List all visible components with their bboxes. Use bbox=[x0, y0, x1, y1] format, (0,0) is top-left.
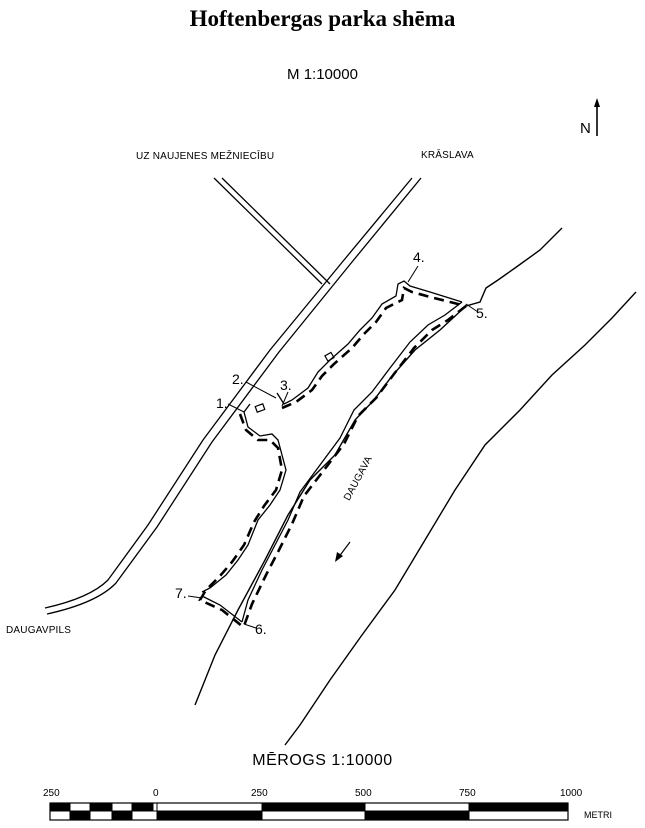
scale-tick: 250 bbox=[251, 788, 268, 799]
point-label-2: 2. bbox=[232, 371, 244, 387]
point-leaders bbox=[187, 265, 479, 629]
label-kraslava: KRĀSLAVA bbox=[421, 150, 474, 161]
park-boundary bbox=[198, 280, 467, 628]
point-label-5: 5. bbox=[476, 305, 488, 321]
river-flow-arrow-icon bbox=[335, 541, 351, 562]
map-scale-text: M 1:10000 bbox=[287, 66, 358, 83]
label-daugavpils: DAUGAVPILS bbox=[6, 625, 72, 636]
point-label-4: 4. bbox=[413, 249, 425, 265]
map-title: Hoftenbergas parka shēma bbox=[189, 6, 456, 31]
scale-tick: 1000 bbox=[560, 788, 583, 799]
road-naujene bbox=[213, 177, 331, 285]
scale-tick: 250 bbox=[43, 788, 60, 799]
river-daugava bbox=[194, 227, 637, 746]
scale-unit: METRI bbox=[584, 810, 612, 820]
scale-tick: 0 bbox=[153, 788, 159, 799]
point-label-3: 3. bbox=[280, 377, 292, 393]
north-label: N bbox=[580, 120, 591, 137]
scale-tick: 500 bbox=[355, 788, 372, 799]
main-road bbox=[44, 177, 422, 615]
label-road-naujene: UZ NAUJENES MEŽNIECĪBU bbox=[136, 151, 275, 162]
north-arrow-icon bbox=[594, 98, 600, 136]
scalebar-title: MĒROGS 1:10000 bbox=[252, 752, 393, 769]
scale-bar bbox=[49, 802, 569, 821]
point-label-7: 7. bbox=[175, 585, 187, 601]
scale-tick: 750 bbox=[459, 788, 476, 799]
point-label-1: 1. bbox=[216, 395, 228, 411]
point-label-6: 6. bbox=[255, 621, 267, 637]
